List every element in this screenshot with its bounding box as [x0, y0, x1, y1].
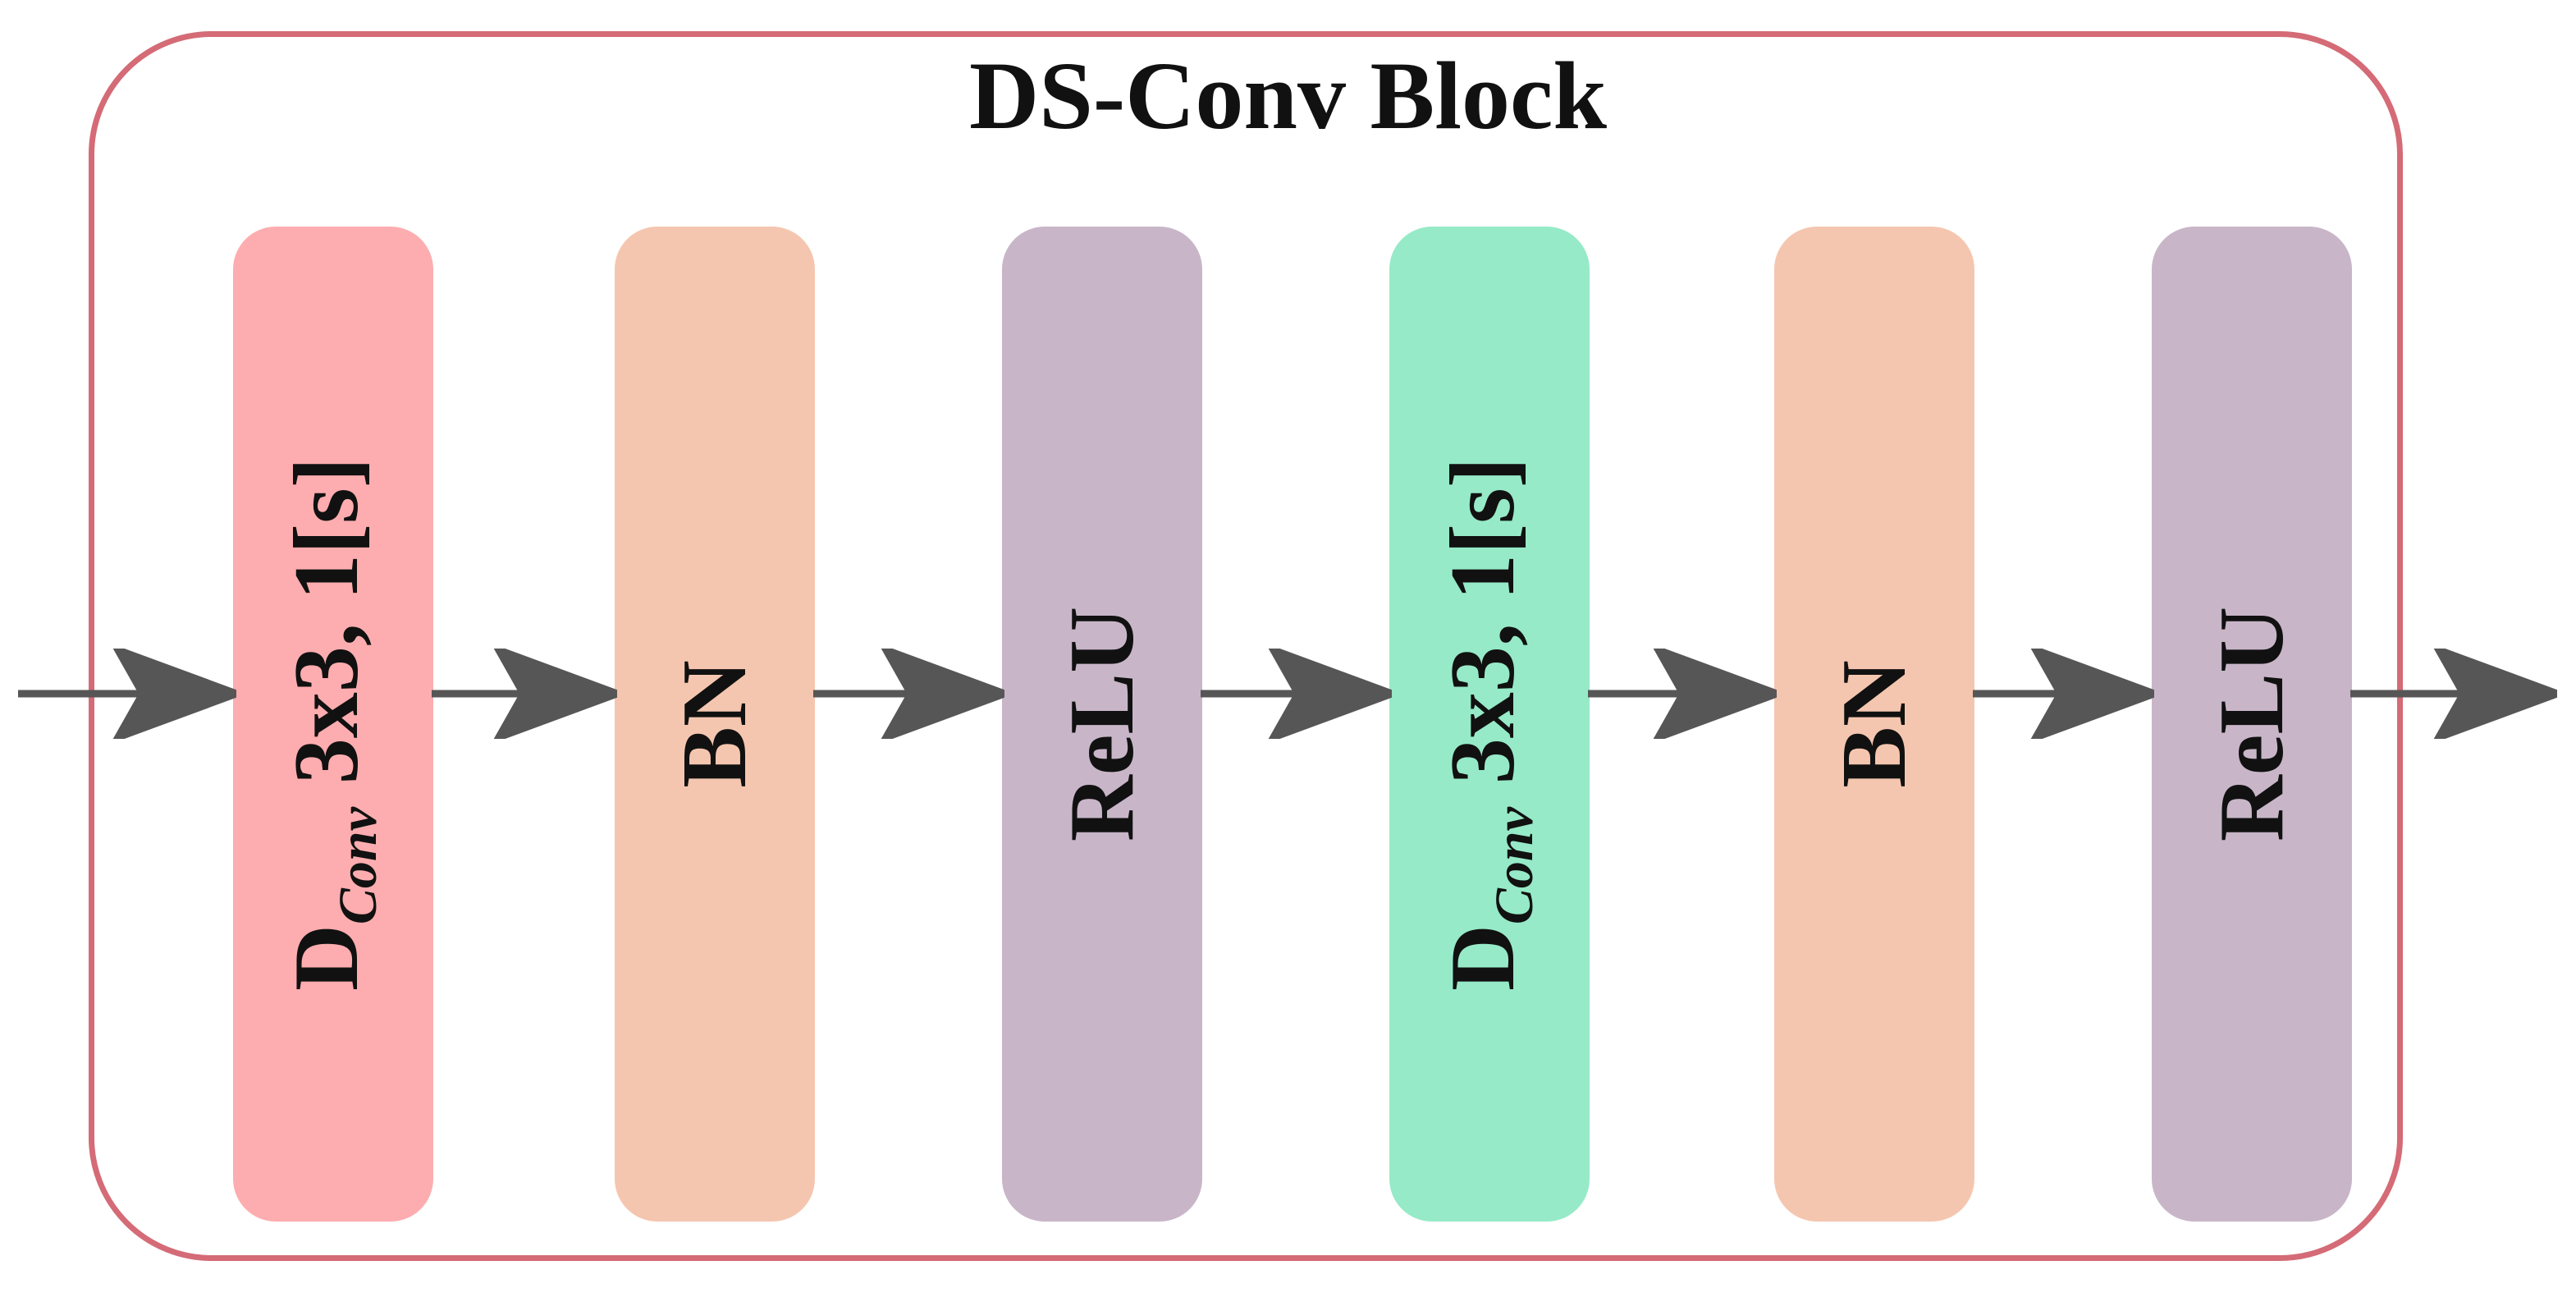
block-title: DS-Conv Block [969, 42, 1607, 149]
layer-dconv-2: DConv 3x3, 1[s] [1389, 227, 1590, 1222]
block-frame [89, 31, 2403, 1261]
layer-bn-1: BN [615, 227, 815, 1222]
layer-label: DConv 3x3, 1[s] [275, 456, 389, 992]
layer-label: ReLU [1051, 606, 1153, 842]
arrow-connector [432, 649, 617, 739]
arrow-connector [813, 649, 1004, 739]
layer-label: ReLU [2201, 606, 2303, 842]
arrow-output [2350, 649, 2557, 739]
layer-label: DConv 3x3, 1[s] [1431, 456, 1545, 992]
layer-relu-2: ReLU [2152, 227, 2352, 1222]
layer-relu-1: ReLU [1002, 227, 1202, 1222]
layer-dconv-1: DConv 3x3, 1[s] [233, 227, 433, 1222]
layer-label: BN [664, 660, 766, 788]
arrow-connector [1588, 649, 1777, 739]
arrow-connector [1973, 649, 2154, 739]
arrow-input [18, 649, 236, 739]
layer-label: BN [1823, 660, 1925, 788]
arrow-connector [1201, 649, 1392, 739]
layer-bn-2: BN [1774, 227, 1974, 1222]
